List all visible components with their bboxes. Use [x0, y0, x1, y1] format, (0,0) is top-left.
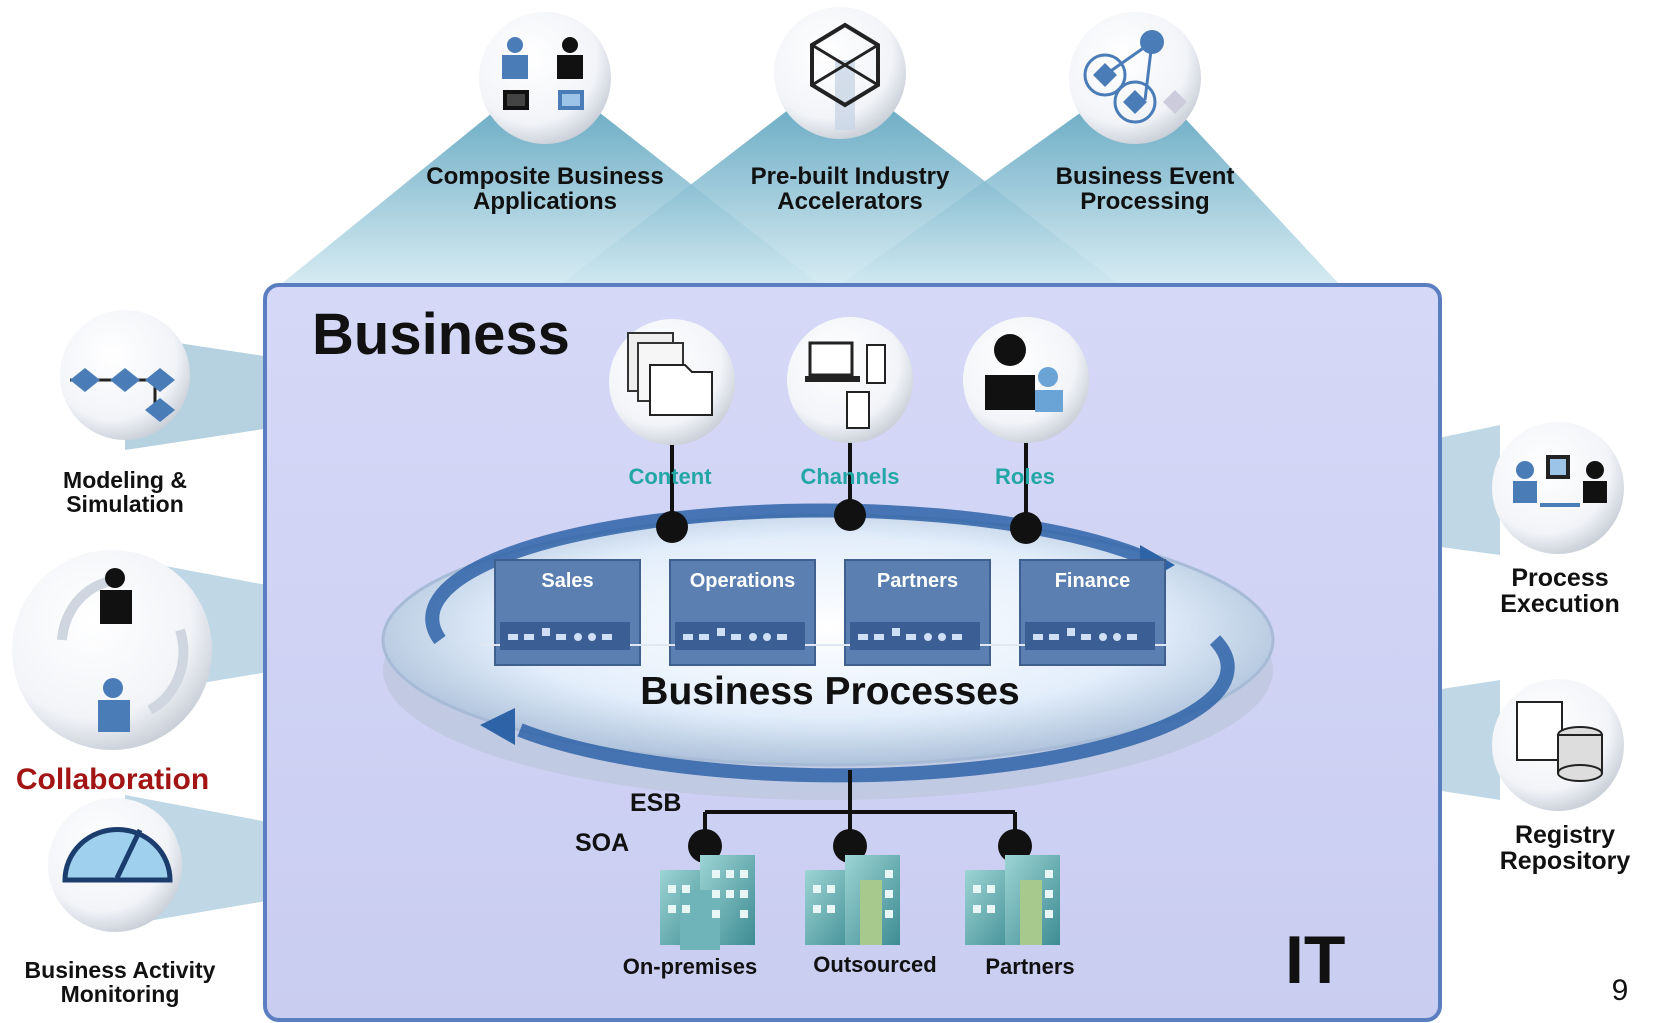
business-event-label: Business Event Processing — [1055, 163, 1235, 216]
process-execution-label: Process Execution — [1500, 564, 1620, 619]
roles-people-icon — [963, 317, 1089, 443]
channels-label: Channels — [800, 464, 900, 489]
page-number: 9 — [1611, 974, 1629, 1007]
business-processes-title: Business Processes — [640, 670, 1020, 713]
modeling-simulation-label: Modeling & Simulation — [63, 467, 187, 518]
documents-folder-icon — [609, 319, 735, 445]
building-icon-on-premises — [660, 855, 755, 950]
process-execution-icon — [1492, 422, 1624, 554]
gauge-icon — [48, 798, 182, 932]
process-sales: Sales — [541, 570, 594, 592]
process-boxes — [480, 559, 1170, 666]
business-title: Business — [312, 302, 570, 367]
it-title: IT — [1285, 922, 1346, 998]
outsourced-label: Outsourced — [813, 952, 937, 977]
roles-label: Roles — [995, 464, 1055, 489]
process-operations: Operations — [689, 570, 796, 592]
building-icon-partners — [965, 855, 1060, 945]
on-premises-label: On-premises — [622, 954, 758, 979]
soa-label: SOA — [575, 829, 630, 857]
modeling-diagram-icon — [60, 310, 190, 440]
process-partners: Partners — [876, 570, 959, 592]
event-network-icon — [1069, 12, 1201, 144]
devices-icon — [787, 317, 913, 443]
registry-repository-label: Registry Repository — [1499, 821, 1631, 876]
content-label: Content — [628, 464, 712, 489]
cube-icon — [774, 7, 906, 139]
partners-label: Partners — [985, 954, 1075, 979]
bam-label: Business Activity Monitoring — [24, 957, 216, 1008]
people-computers-icon — [479, 12, 611, 144]
collaboration-label: Collaboration — [15, 763, 210, 796]
registry-repository-icon — [1492, 679, 1624, 811]
top-beams — [280, 70, 1340, 285]
composite-apps-label: Composite Business Applications — [426, 163, 664, 216]
collaboration-cycle-icon — [12, 550, 212, 750]
prebuilt-accelerators-label: Pre-built Industry Accelerators — [750, 163, 950, 216]
process-finance: Finance — [1054, 570, 1131, 592]
building-icon-outsourced — [805, 855, 900, 945]
esb-label: ESB — [630, 789, 682, 817]
